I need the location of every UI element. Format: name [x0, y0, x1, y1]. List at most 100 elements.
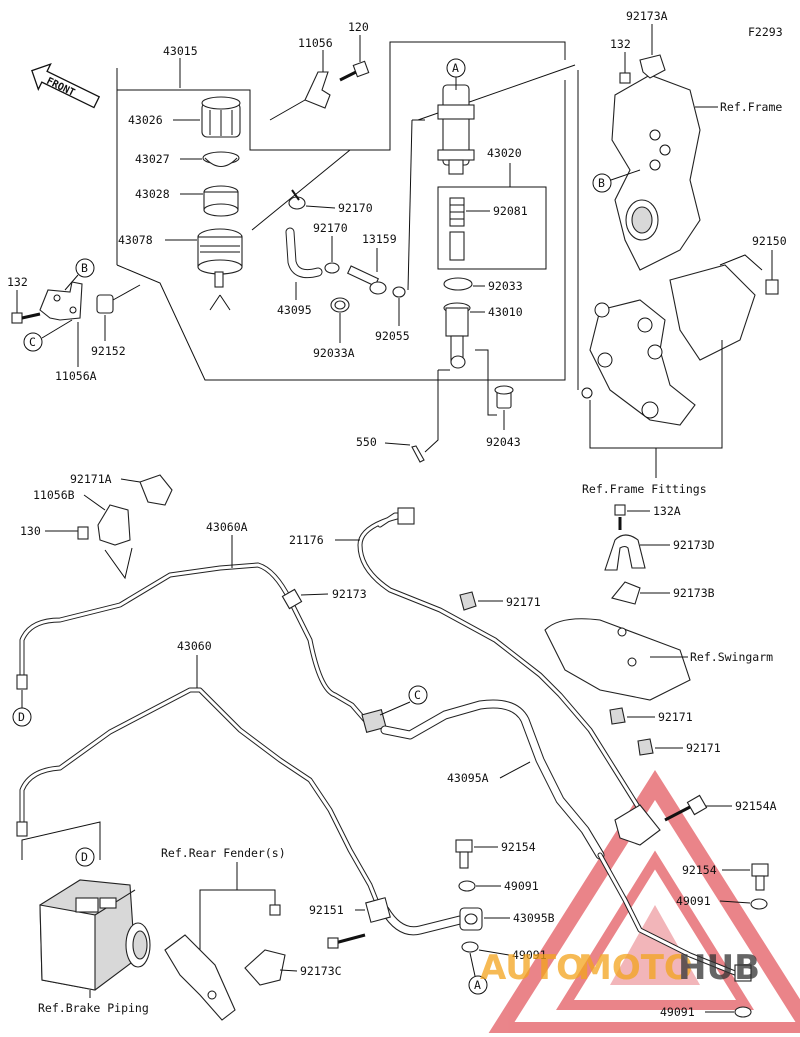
bolt-120: 120 — [339, 20, 370, 82]
watermark-logo — [486, 770, 800, 1037]
clips-92171: 92171 92171 92171 — [459, 591, 721, 756]
sensor-21176: 21176 — [289, 507, 643, 813]
callout-43078: 43078 — [118, 233, 153, 247]
callout-43095: 43095 — [277, 303, 312, 317]
fitting-13159: 13159 — [346, 232, 397, 295]
callout-49091-c: 49091 — [512, 948, 547, 962]
callout-43015: 43015 — [163, 44, 198, 58]
bracket-11056B: 92171A 11056B 130 — [20, 472, 173, 580]
callout-92171-c: 92171 — [686, 741, 721, 755]
ref-rear-fender: Ref.Rear Fender(s) — [161, 846, 286, 860]
seal-92033A: 92033A — [313, 297, 355, 360]
marker-b-left — [75, 258, 95, 278]
marker-b-left-label: B — [81, 261, 88, 275]
callout-130: 130 — [20, 524, 41, 538]
callout-49091-b: 49091 — [676, 894, 711, 908]
hose-clamps-92170: 92170 92170 — [288, 189, 373, 274]
marker-b-frame-label: B — [598, 176, 605, 190]
callout-43060: 43060 — [177, 639, 212, 653]
frame-fittings: 92150 Ref.Frame Fittings — [577, 70, 787, 496]
callout-21176: 21176 — [289, 533, 324, 547]
callout-49091-d: 49091 — [660, 1005, 695, 1019]
marker-a-bottom — [468, 975, 488, 995]
bolts-92154: 92154 92154 — [455, 839, 769, 891]
circlip-92033: 92033 — [443, 277, 523, 293]
callout-11056A: 11056A — [55, 369, 97, 383]
pushrod-43010: 43010 — [443, 302, 523, 369]
hose-43095: 43095 — [277, 227, 323, 317]
bolt-92154A: 92154A — [614, 794, 777, 846]
callout-43028: 43028 — [135, 187, 170, 201]
callout-92154-a: 92154 — [501, 840, 536, 854]
callout-11056: 11056 — [298, 36, 333, 50]
callout-92154-b: 92154 — [682, 863, 717, 877]
watermark-word-3: HUB — [678, 948, 760, 988]
pipe-43060A: 43060A D — [12, 520, 368, 727]
callout-132-top: 132 — [610, 37, 631, 51]
marker-a-bottom-label: A — [474, 978, 481, 992]
callout-92170-a: 92170 — [338, 201, 373, 215]
pipe-43060: 43060 — [16, 639, 381, 908]
watermark-word-2: MOTO — [578, 948, 693, 988]
callout-92055: 92055 — [375, 329, 410, 343]
callout-92081: 92081 — [493, 204, 528, 218]
callout-92033: 92033 — [488, 279, 523, 293]
clamp-92173D: 132A 92173D 92173B — [604, 504, 715, 605]
marker-c-mid-label: C — [414, 688, 421, 702]
kit-43020: 43020 92081 — [437, 146, 547, 270]
ref-frame-fittings: Ref.Frame Fittings — [582, 482, 707, 496]
callout-43095A: 43095A — [447, 771, 489, 785]
callout-92151: 92151 — [309, 903, 344, 917]
callout-92173: 92173 — [332, 587, 367, 601]
front-arrow-icon: FRONT — [31, 63, 101, 109]
callout-92154A: 92154A — [735, 799, 777, 813]
callout-92173A: 92173A — [626, 9, 668, 23]
washers-49091: 49091 49091 49091 49091 — [458, 879, 768, 1019]
callout-43010: 43010 — [488, 305, 523, 319]
callout-92171-a: 92171 — [506, 595, 541, 609]
reservoir-assembly-43015: 43015 43026 43027 43028 43078 — [116, 41, 566, 381]
callout-92173D: 92173D — [673, 538, 715, 552]
callout-49091-a: 49091 — [504, 879, 539, 893]
cotter-pin-550: 550 — [356, 369, 450, 463]
marker-c-left-label: C — [29, 335, 36, 349]
marker-c-mid — [408, 685, 428, 705]
watermark-word-1: AUTO — [480, 948, 585, 988]
callout-43060A: 43060A — [206, 520, 248, 534]
callout-11056B: 11056B — [33, 488, 75, 502]
marker-d-abs-label: D — [81, 850, 88, 864]
bracket-11056: 11056 — [269, 36, 333, 121]
callout-92171A: 92171A — [70, 472, 112, 486]
callout-550: 550 — [356, 435, 377, 449]
hose-43095A: C 43095A — [361, 685, 752, 982]
callout-92150: 92150 — [752, 234, 787, 248]
master-cylinder: A — [417, 58, 576, 175]
abs-unit: D Ref.Brake Piping — [21, 821, 151, 1015]
callout-43020: 43020 — [487, 146, 522, 160]
figure-code: F2293 — [748, 25, 783, 39]
callout-92043: 92043 — [486, 435, 521, 449]
callout-132-left: 132 — [7, 275, 28, 289]
callout-92152: 92152 — [91, 344, 126, 358]
marker-c-left — [23, 332, 43, 352]
callout-120: 120 — [348, 20, 369, 34]
swingarm-reference: Ref.Swingarm — [544, 618, 773, 701]
callout-92173C: 92173C — [300, 964, 342, 978]
oring-92055: 92055 — [375, 119, 425, 343]
marker-b-frame — [592, 173, 612, 193]
ref-swingarm: Ref.Swingarm — [690, 650, 773, 664]
bracket-11056A: 132 B C 11056A — [7, 258, 97, 383]
marker-d-abs — [75, 847, 95, 867]
callout-92173B: 92173B — [673, 586, 715, 600]
callout-92170-b: 92170 — [313, 221, 348, 235]
marker-a-top-label: A — [452, 61, 459, 75]
callout-92171-b: 92171 — [658, 710, 693, 724]
rubber-92152: 92152 — [91, 284, 141, 358]
ref-frame: Ref.Frame — [720, 100, 782, 114]
grommet-92173: 92173 — [281, 587, 367, 610]
callout-43095B: 43095B — [513, 911, 555, 925]
frame-reference: 92173A 132 Ref.Frame B — [592, 9, 782, 271]
callout-13159: 13159 — [362, 232, 397, 246]
callout-43027: 43027 — [135, 152, 170, 166]
